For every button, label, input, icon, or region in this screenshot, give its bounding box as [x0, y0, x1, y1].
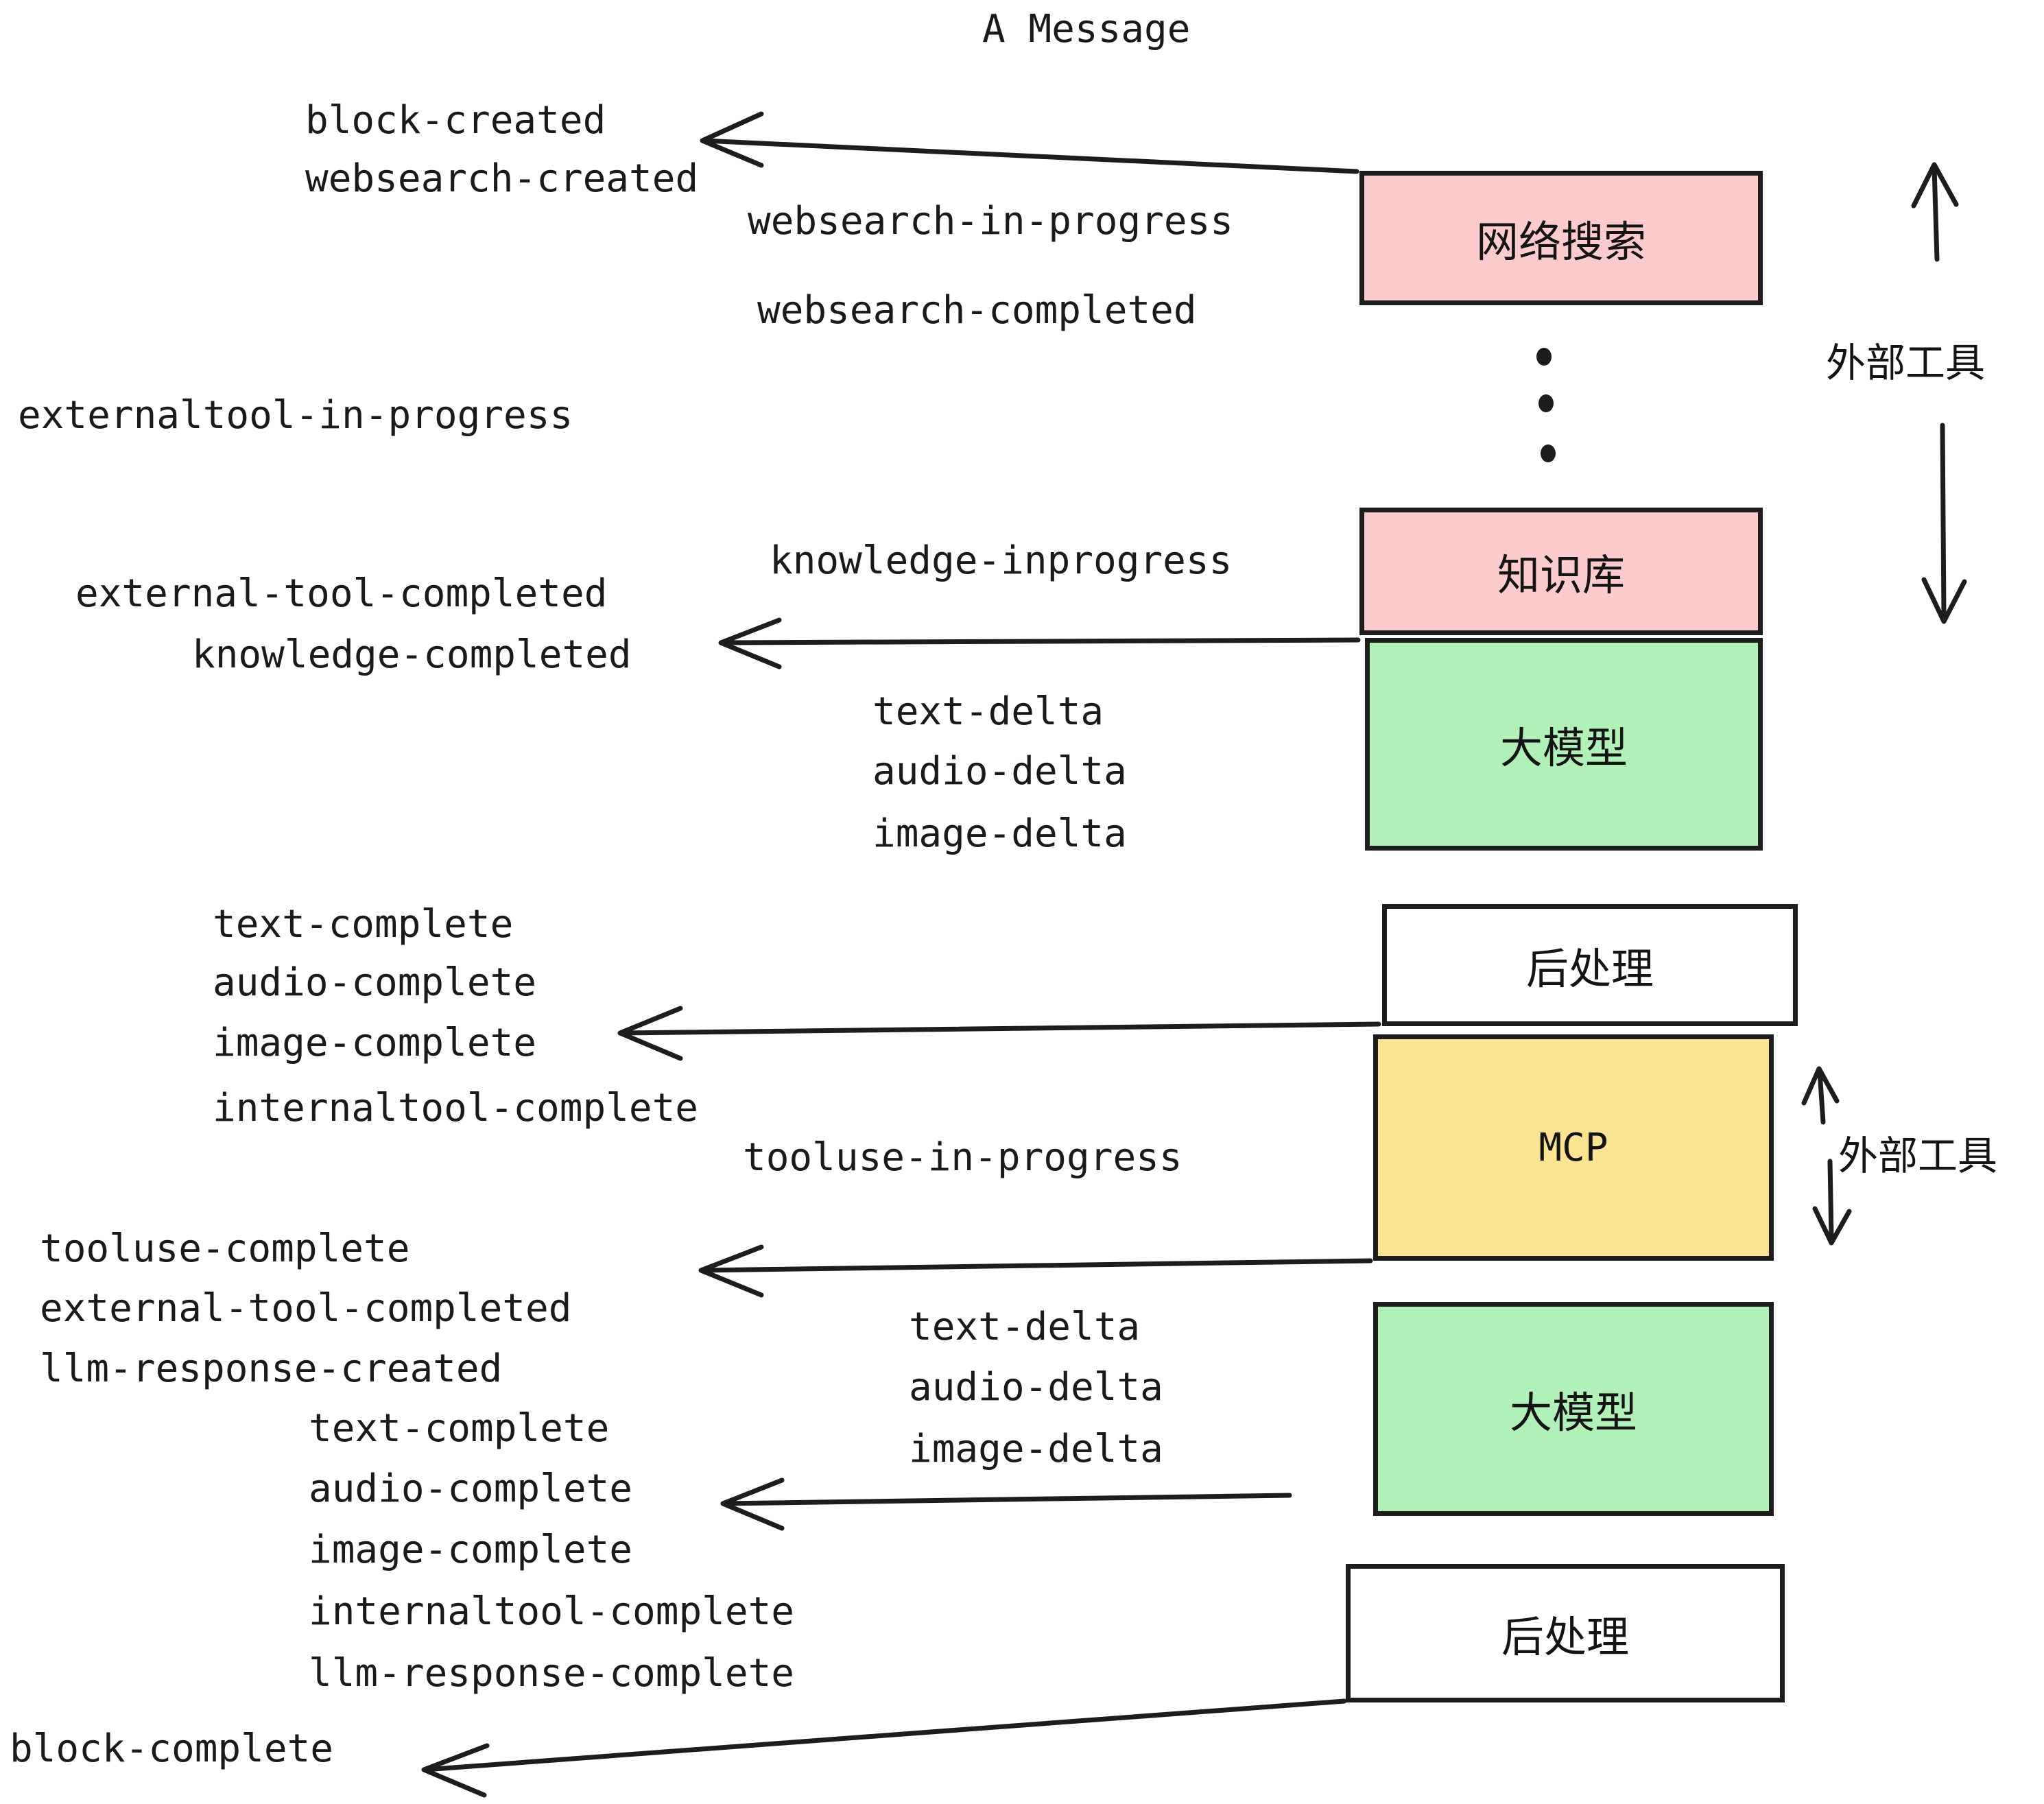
- external-tools-arrow-bottom-down-shaft: [1827, 1159, 1834, 1241]
- event-image-delta-1: image-delta: [872, 811, 1127, 856]
- event-image-delta-2: image-delta: [909, 1427, 1163, 1471]
- event-externaltool-in-progress: externaltool-in-progress: [18, 393, 573, 438]
- event-tooluse-in-progress: tooluse-in-progress: [743, 1135, 1183, 1180]
- box-knowledge[interactable]: 知识库: [1359, 508, 1763, 635]
- box-websearch-label: 网络搜索: [1475, 217, 1646, 267]
- event-knowledge-completed: knowledge-completed: [192, 632, 632, 677]
- arrow-postprocess-to-image-complete: [619, 1021, 1381, 1036]
- event-text-delta-1: text-delta: [872, 689, 1104, 734]
- arrow-knowledge-to-completed: [720, 637, 1361, 645]
- event-audio-complete-2: audio-complete: [309, 1467, 633, 1511]
- event-image-complete-2: image-complete: [309, 1528, 633, 1572]
- event-websearch-in-progress: websearch-in-progress: [748, 199, 1234, 244]
- arrow-postprocess-bottom-to-block-complete-head: [421, 1743, 490, 1798]
- event-internaltool-complete-1: internaltool-complete: [213, 1086, 699, 1130]
- arrow-llm-bottom-to-audio-complete: [722, 1493, 1292, 1506]
- arrow-llm-bottom-to-audio-complete-head: [720, 1477, 785, 1531]
- box-llm-top[interactable]: 大模型: [1365, 638, 1763, 851]
- event-audio-complete-1: audio-complete: [213, 960, 537, 1005]
- box-postprocess-bottom-label: 后处理: [1501, 1612, 1629, 1662]
- external-tools-arrow-top-up-shaft: [1932, 165, 1940, 262]
- event-image-complete-1: image-complete: [213, 1021, 537, 1065]
- box-postprocess-top-label: 后处理: [1525, 944, 1654, 994]
- event-audio-delta-1: audio-delta: [872, 749, 1127, 794]
- event-websearch-completed: websearch-completed: [757, 288, 1197, 333]
- event-llm-response-created: llm-response-created: [40, 1346, 503, 1391]
- box-llm-bottom-label: 大模型: [1509, 1388, 1637, 1438]
- page-title: A Message: [982, 7, 1191, 51]
- event-external-tool-completed-2: external-tool-completed: [40, 1286, 572, 1331]
- box-knowledge-label: 知识库: [1497, 550, 1625, 600]
- external-tools-arrow-top-down-shaft: [1940, 423, 1947, 620]
- arrow-postprocess-to-image-complete-head: [617, 1006, 683, 1061]
- event-block-complete: block-complete: [10, 1726, 334, 1771]
- event-websearch-created: websearch-created: [305, 156, 699, 201]
- side-label-external-tools-top: 外部工具: [1826, 340, 1986, 386]
- ellipsis-dot-3: [1541, 444, 1556, 462]
- box-llm-bottom[interactable]: 大模型: [1373, 1302, 1774, 1516]
- box-mcp-label: MCP: [1538, 1125, 1608, 1170]
- ellipsis-dot-2: [1538, 394, 1554, 412]
- external-tools-arrow-bottom-up-shaft: [1817, 1069, 1826, 1125]
- arrow-mcp-to-tooluse-complete: [700, 1258, 1373, 1273]
- event-external-tool-completed-1: external-tool-completed: [75, 571, 608, 616]
- event-internaltool-complete-2: internaltool-complete: [309, 1589, 795, 1634]
- box-llm-top-label: 大模型: [1499, 723, 1628, 773]
- event-text-complete-2: text-complete: [309, 1406, 610, 1451]
- external-tools-arrow-bottom-down-head: [1812, 1206, 1852, 1246]
- external-tools-arrow-top-up-head: [1911, 162, 1959, 209]
- event-llm-response-complete: llm-response-complete: [309, 1651, 795, 1696]
- arrow-websearch-to-created-head: [700, 111, 764, 168]
- ellipsis-dot-1: [1536, 348, 1552, 366]
- external-tools-arrow-top-down-head: [1921, 577, 1967, 624]
- event-text-delta-2: text-delta: [909, 1305, 1141, 1349]
- arrow-websearch-to-created: [701, 138, 1359, 174]
- arrow-knowledge-to-completed-head: [718, 617, 782, 669]
- box-mcp[interactable]: MCP: [1373, 1034, 1774, 1261]
- event-audio-delta-2: audio-delta: [909, 1365, 1163, 1410]
- external-tools-arrow-bottom-up-head: [1801, 1066, 1840, 1106]
- event-text-complete-1: text-complete: [213, 902, 514, 947]
- event-block-created: block-created: [305, 98, 606, 143]
- event-knowledge-inprogress: knowledge-inprogress: [770, 538, 1233, 583]
- arrow-mcp-to-tooluse-complete-head: [698, 1244, 764, 1298]
- event-tooluse-complete: tooluse-complete: [40, 1226, 410, 1271]
- arrow-postprocess-bottom-to-block-complete: [423, 1698, 1347, 1772]
- box-postprocess-top[interactable]: 后处理: [1382, 904, 1798, 1026]
- side-label-external-tools-bottom: 外部工具: [1838, 1132, 1998, 1179]
- box-websearch[interactable]: 网络搜索: [1359, 171, 1763, 305]
- box-postprocess-bottom[interactable]: 后处理: [1346, 1564, 1785, 1702]
